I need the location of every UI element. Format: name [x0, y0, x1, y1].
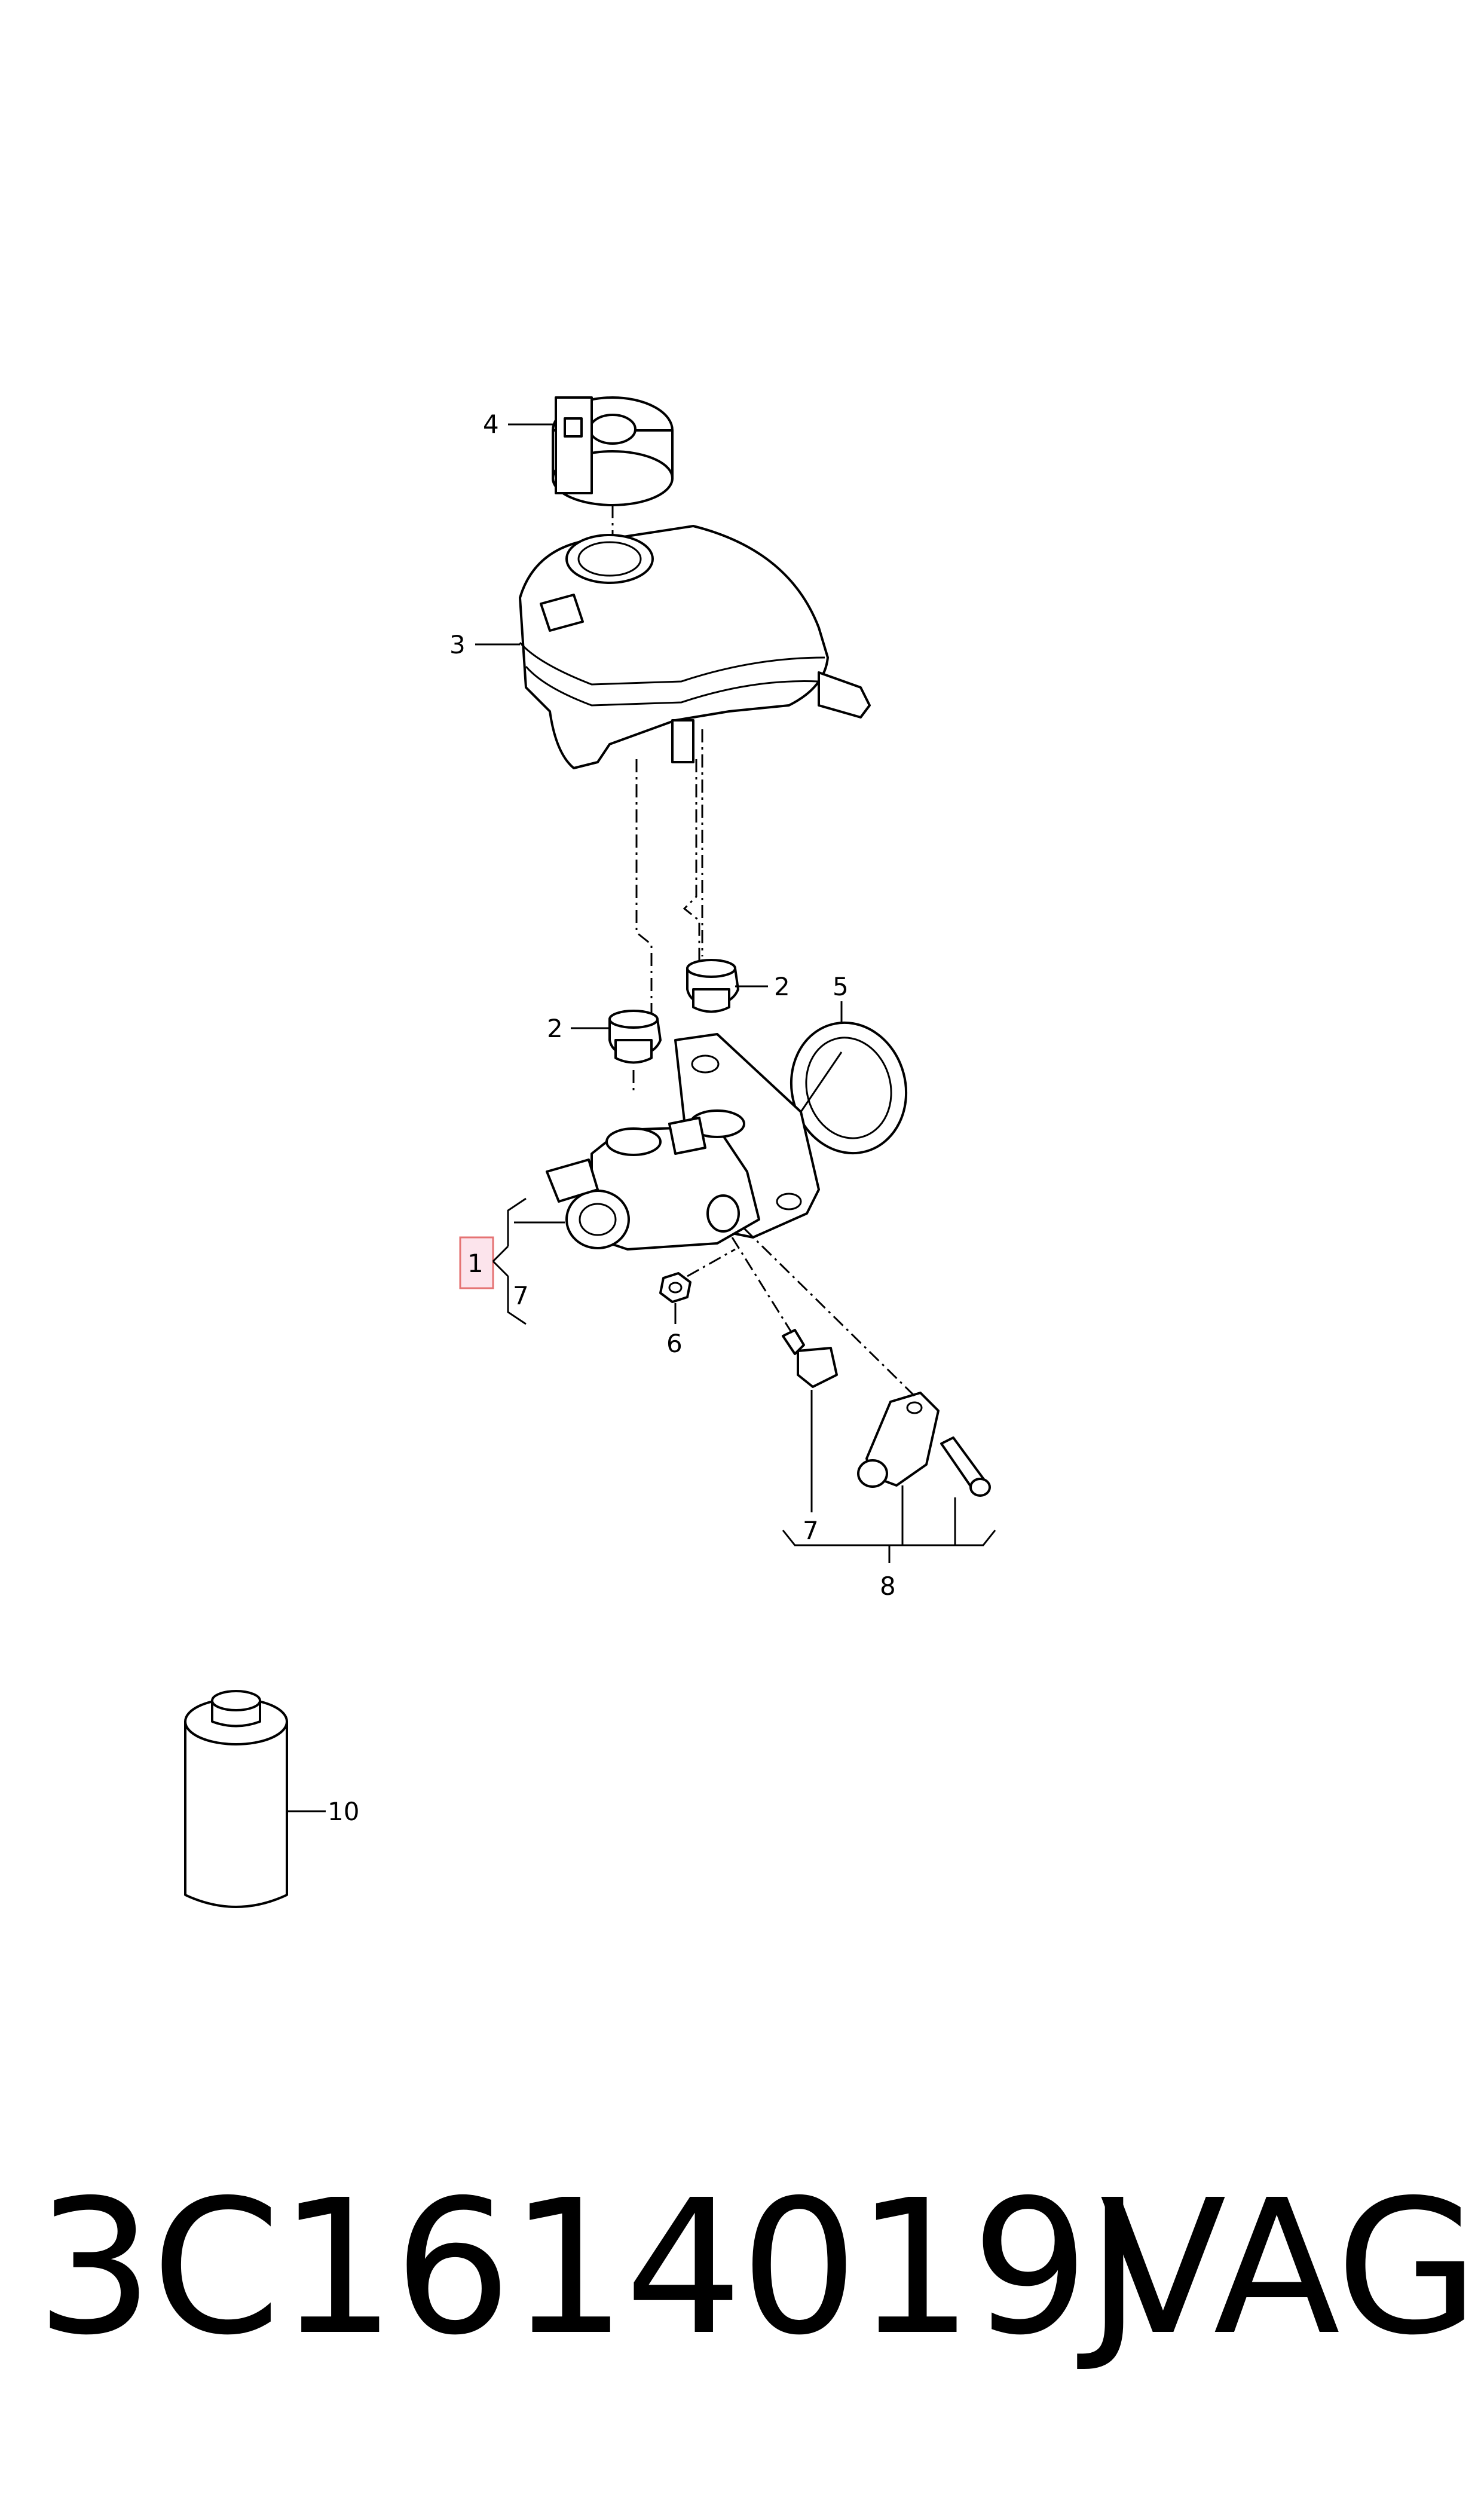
grommet-right[interactable]: [686, 959, 739, 1013]
guide-line-switch: [743, 1227, 916, 1397]
manufacturer-caption: VAG: [1100, 2160, 1479, 2376]
guide-line-sensor: [731, 1237, 793, 1334]
callout-1: 1 7: [459, 1197, 565, 1325]
callout-4-label: 4: [483, 409, 499, 439]
callout-5: 5: [800, 972, 849, 1112]
callout-10: 10: [287, 1797, 359, 1826]
callout-2-left-label: 2: [547, 1014, 563, 1043]
callout-7-upper-label: 7: [513, 1281, 529, 1310]
hex-nut[interactable]: [659, 1272, 691, 1303]
callout-3-label: 3: [449, 630, 466, 659]
guide-line-reservoir-left: [635, 759, 653, 1016]
guide-line-nut: [687, 1248, 736, 1277]
callout-1-label: 1: [467, 1249, 484, 1278]
exploded-parts-diagram: 4 3 2 2 5 1 7 6 7 8: [184, 396, 996, 1908]
callout-8: 8: [782, 1485, 996, 1601]
callout-8-label: 8: [880, 1572, 896, 1601]
callout-5-label: 5: [833, 972, 849, 1001]
callout-2-right-label: 2: [774, 972, 790, 1001]
part-number-caption: 3C1614019J: [36, 2160, 1142, 2376]
callout-7-lower-label: 7: [803, 1516, 819, 1545]
callout-2-left: 2: [547, 1014, 610, 1043]
callout-6-label: 6: [666, 1329, 683, 1358]
reservoir-cap[interactable]: [552, 396, 674, 506]
brake-fluid-reservoir[interactable]: [519, 525, 871, 769]
gasket[interactable]: [777, 1010, 920, 1166]
brake-fluid-bottle[interactable]: [184, 1690, 288, 1908]
callout-1-highlight: [459, 1236, 494, 1289]
brake-light-switch[interactable]: [857, 1392, 940, 1488]
brake-pressure-sensor[interactable]: [782, 1329, 838, 1388]
guide-line-reservoir-right: [683, 759, 700, 968]
grommet-left[interactable]: [608, 1010, 662, 1064]
callout-6: 6: [666, 1303, 683, 1358]
callout-7-lower: 7: [803, 1390, 819, 1545]
brake-master-cylinder[interactable]: [546, 1033, 820, 1251]
callout-4: 4: [483, 409, 556, 439]
callout-2-right: 2: [735, 972, 790, 1001]
bolt[interactable]: [940, 1436, 991, 1497]
callout-3: 3: [449, 630, 520, 659]
callout-10-label: 10: [328, 1797, 359, 1826]
